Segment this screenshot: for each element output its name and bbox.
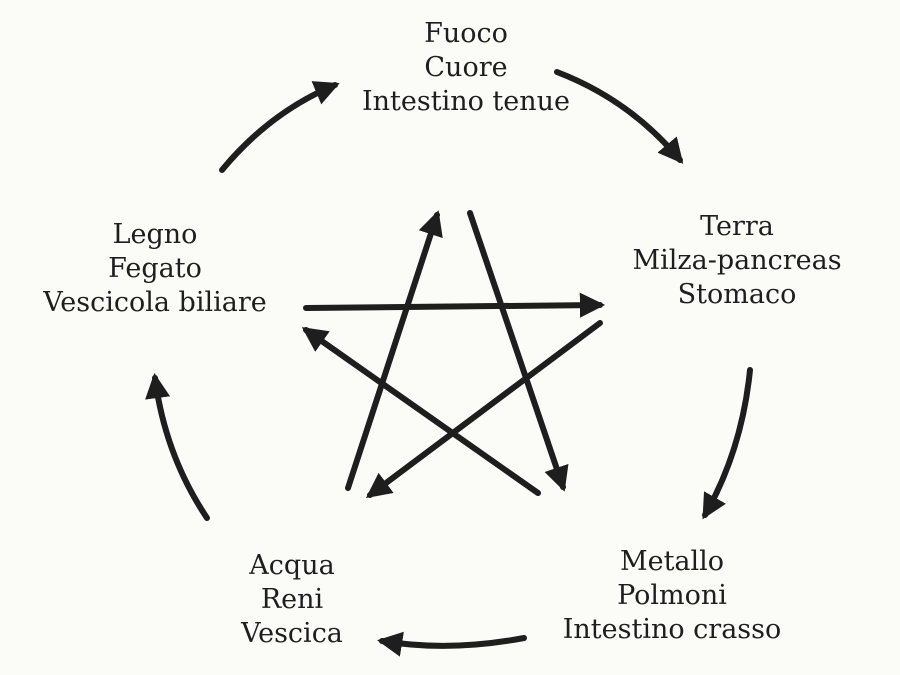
element-label: Acqua bbox=[249, 550, 335, 581]
star-terra-to-acqua bbox=[365, 320, 603, 499]
element-label: Metallo bbox=[619, 546, 725, 577]
viscera-label: Intestino crasso bbox=[562, 614, 782, 645]
star-fuoco-to-metallo bbox=[467, 210, 569, 492]
arrow-metallo-to-acqua bbox=[377, 631, 527, 657]
element-label: Fuoco bbox=[424, 18, 508, 49]
organ-label: Cuore bbox=[424, 52, 508, 83]
star-metallo-to-legno bbox=[301, 327, 541, 496]
element-label: Legno bbox=[112, 219, 198, 250]
node-legno: Legno Fegato Vescicola biliare bbox=[43, 218, 266, 320]
node-terra: Terra Milza-pancreas Stomaco bbox=[632, 210, 841, 312]
node-metallo: Metallo Polmoni Intestino crasso bbox=[563, 545, 782, 647]
organ-label: Reni bbox=[260, 584, 324, 615]
star-legno-to-terra bbox=[303, 292, 606, 318]
node-acqua: Acqua Reni Vescica bbox=[241, 549, 343, 651]
viscera-label: Vescica bbox=[241, 618, 343, 649]
viscera-label: Intestino tenue bbox=[361, 86, 571, 117]
element-label: Terra bbox=[700, 211, 774, 242]
organ-label: Polmoni bbox=[617, 580, 727, 611]
arrow-legno-to-fuoco bbox=[219, 81, 340, 173]
organ-label: Milza-pancreas bbox=[632, 245, 842, 276]
arrow-fuoco-to-terra bbox=[554, 69, 684, 164]
viscera-label: Vescicola biliare bbox=[43, 287, 267, 318]
arrow-terra-to-metallo bbox=[702, 367, 753, 520]
organ-label: Fegato bbox=[108, 253, 202, 284]
viscera-label: Stomaco bbox=[677, 279, 797, 310]
arrow-acqua-to-legno bbox=[145, 373, 210, 521]
star-acqua-to-fuoco bbox=[345, 210, 443, 491]
node-fuoco: Fuoco Cuore Intestino tenue bbox=[362, 17, 570, 119]
